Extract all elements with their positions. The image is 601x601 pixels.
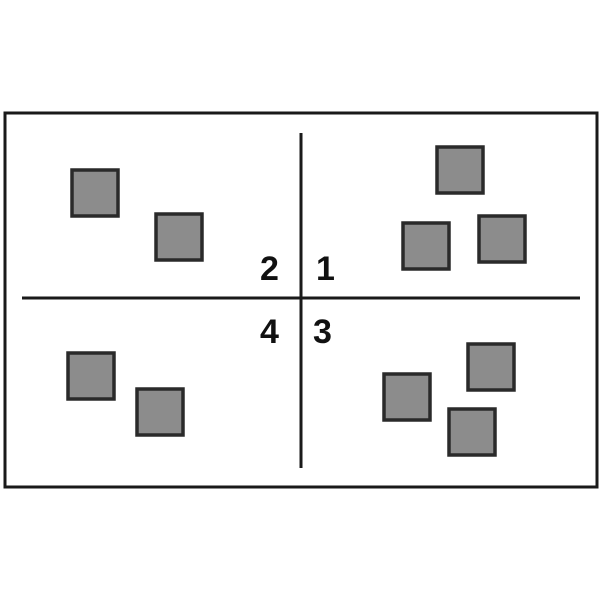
square-q1-a — [435, 145, 485, 195]
square-q1-c — [477, 214, 527, 264]
square-q4-a — [66, 351, 116, 401]
outer-frame — [3, 111, 599, 489]
square-q2-a — [70, 168, 120, 218]
square-q3-a — [382, 372, 432, 422]
quadrant-label-3: 3 — [313, 313, 332, 351]
quadrant-label-2: 2 — [260, 250, 279, 288]
square-q3-b — [466, 342, 516, 392]
square-q2-b — [154, 212, 204, 262]
square-q3-c — [447, 407, 497, 457]
quadrant-label-1: 1 — [316, 250, 335, 288]
square-q1-b — [401, 221, 451, 271]
square-q4-b — [135, 387, 185, 437]
quadrant-label-4: 4 — [260, 313, 279, 351]
